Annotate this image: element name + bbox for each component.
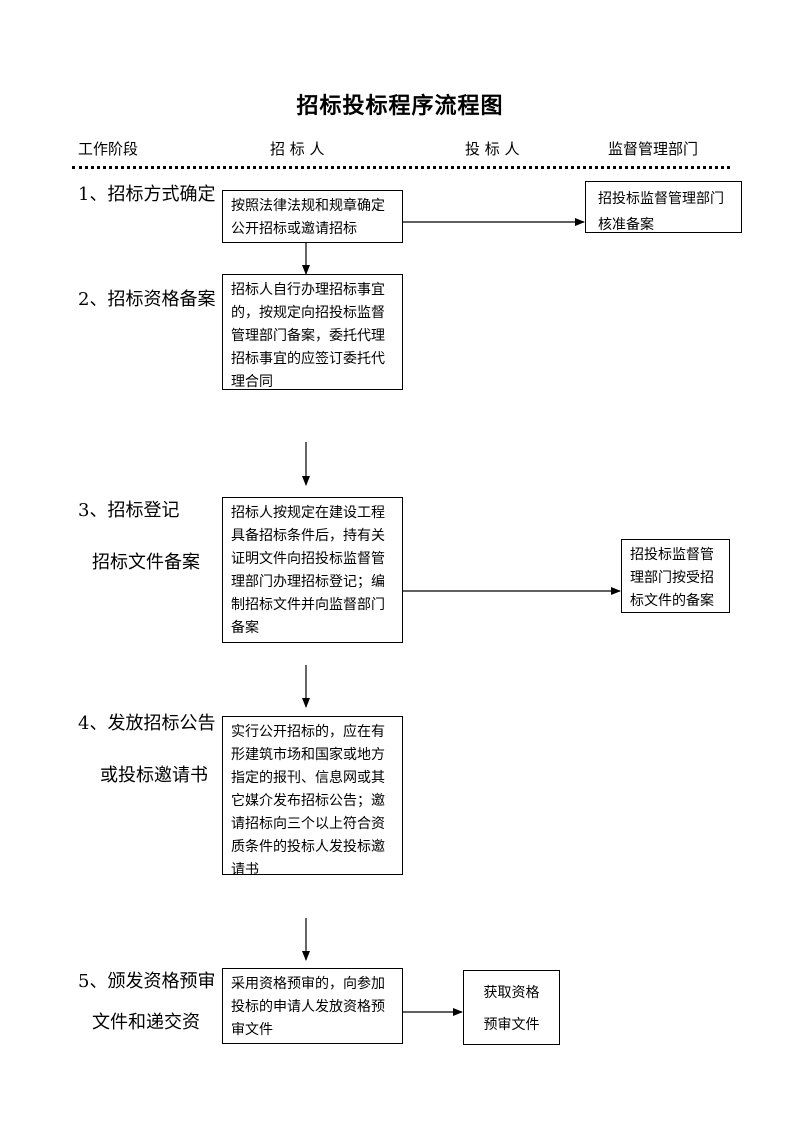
- step-2-text: 招标人自行办理招标事宜的，按规定向招投标监督管理部门备案，委托代理招标事宜的应签…: [231, 282, 385, 390]
- stage-4-label-line2: 或投标邀请书: [100, 765, 208, 786]
- step-4-box: 实行公开招标的，应在有形建筑市场和国家或地方指定的报刊、信息网或其它媒介发布招标…: [222, 716, 403, 875]
- step-2-box: 招标人自行办理招标事宜的，按规定向招投标监督管理部门备案，委托代理招标事宜的应签…: [222, 274, 403, 390]
- step-5-bidder-text-line1: 获取资格: [483, 985, 540, 1001]
- header-stage-column: 工作阶段: [78, 140, 139, 158]
- step-1-supervisor-box: 招投标监督管理部门核准备案: [585, 181, 742, 233]
- header-supervisor-column: 监督管理部门: [608, 140, 699, 158]
- stage-2-label: 2、招标资格备案: [78, 289, 216, 310]
- step-3-text: 招标人按规定在建设工程具备招标条件后，持有关证明文件向招投标监督管理部门办理招标…: [231, 505, 385, 636]
- step-4-text: 实行公开招标的，应在有形建筑市场和国家或地方指定的报刊、信息网或其它媒介发布招标…: [231, 724, 385, 875]
- step-5-bidder-box: 获取资格 预审文件: [463, 970, 560, 1045]
- stage-1-label: 1、招标方式确定: [78, 184, 216, 205]
- stage-5-label-line1: 5、颁发资格预审: [78, 971, 216, 992]
- stage-3-label-line1: 3、招标登记: [78, 500, 180, 521]
- step-1-box: 按照法律法规和规章确定公开招标或邀请招标: [222, 190, 403, 243]
- stage-4-label-line1: 4、发放招标公告: [78, 713, 216, 734]
- step-5-text: 采用资格预审的，向参加投标的申请人发放资格预审文件: [231, 976, 385, 1038]
- step-5-bidder-text-line2: 预审文件: [483, 1017, 540, 1033]
- header-tenderer-column: 招 标 人: [270, 140, 325, 158]
- step-3-supervisor-text: 招投标监督管理部门按受招标文件的备案: [630, 547, 714, 609]
- page-title: 招标投标程序流程图: [296, 93, 504, 119]
- step-3-box: 招标人按规定在建设工程具备招标条件后，持有关证明文件向招投标监督管理部门办理招标…: [222, 497, 403, 643]
- step-1-text: 按照法律法规和规章确定公开招标或邀请招标: [231, 198, 385, 237]
- stage-3-label-line2: 招标文件备案: [92, 552, 200, 573]
- step-5-box: 采用资格预审的，向参加投标的申请人发放资格预审文件: [222, 968, 403, 1044]
- step-1-supervisor-text: 招投标监督管理部门核准备案: [598, 191, 724, 233]
- header-divider: [72, 166, 730, 169]
- stage-5-label-line2: 文件和递交资: [92, 1012, 200, 1033]
- step-3-supervisor-box: 招投标监督管理部门按受招标文件的备案: [621, 539, 730, 613]
- header-bidder-column: 投 标 人: [465, 140, 520, 158]
